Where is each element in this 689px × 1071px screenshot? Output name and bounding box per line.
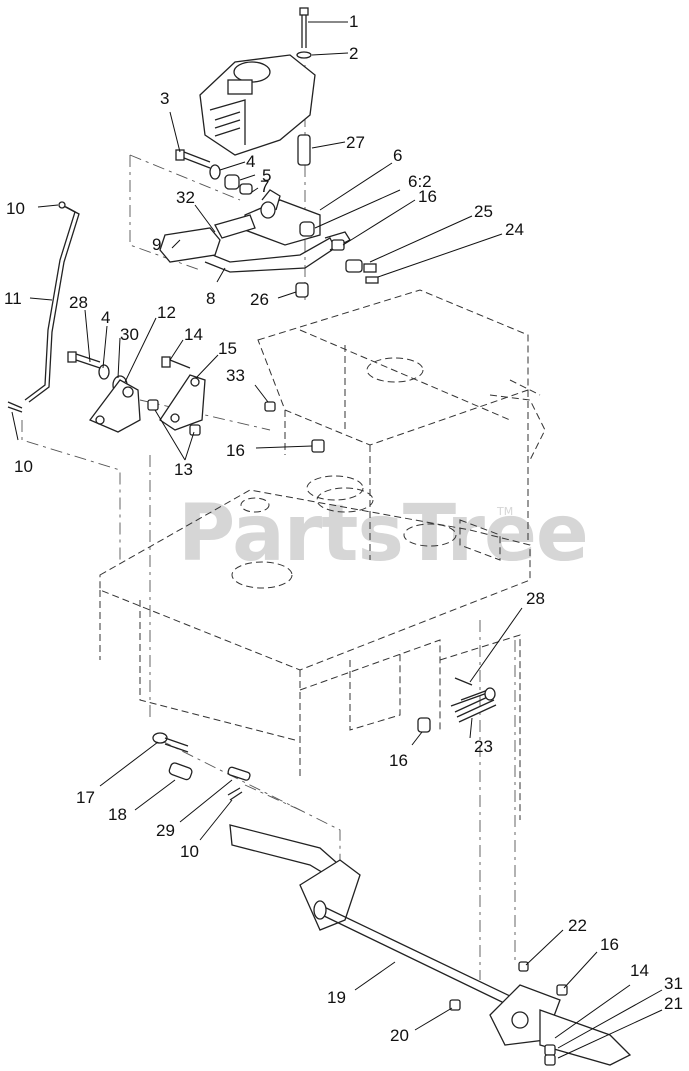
shaft-19: [229, 824, 632, 1066]
center-lines: [21, 65, 516, 980]
leader-lines: [11, 21, 663, 1059]
callout-19: 19: [327, 988, 346, 1007]
callout-16c: 16: [389, 751, 408, 770]
callout-4b: 4: [101, 308, 110, 327]
main-frame: [99, 487, 531, 820]
nut-33: [264, 401, 276, 412]
clip-25: [345, 259, 379, 284]
plate-15: [147, 356, 206, 436]
callout-2: 2: [349, 44, 358, 63]
callout-25: 25: [474, 202, 493, 221]
pivot-bracket-12: [67, 351, 141, 433]
callout-33: 33: [226, 366, 245, 385]
callout-18: 18: [108, 805, 127, 824]
callout-6-2: 6:2: [408, 172, 432, 191]
callout-10: 10: [6, 199, 25, 218]
link-rod-11: [7, 201, 80, 413]
bolt-1: [296, 7, 312, 59]
callout-5: 5: [262, 166, 271, 185]
callout-16d: 16: [600, 935, 619, 954]
callout-14b: 14: [630, 961, 649, 980]
watermark-tm: TM: [496, 505, 513, 518]
spacer-27: [297, 134, 311, 166]
callout-12: 12: [157, 303, 176, 322]
callout-10c: 10: [180, 842, 199, 861]
callout-20: 20: [390, 1026, 409, 1045]
callout-11: 11: [4, 289, 22, 308]
bushing-26: [295, 282, 309, 298]
nut-16-top: [331, 239, 345, 251]
bolt-3: [175, 149, 253, 195]
callout-13: 13: [174, 460, 193, 479]
callout-3: 3: [160, 89, 169, 108]
callout-27: 27: [346, 133, 365, 152]
callout-16: 16: [418, 187, 437, 206]
callout-23: 23: [474, 737, 493, 756]
callout-29: 29: [156, 821, 175, 840]
nut-16-mid: [311, 439, 325, 453]
callout-15: 15: [218, 339, 237, 358]
callout-21: 21: [664, 994, 683, 1013]
callout-7: 7: [260, 177, 269, 196]
callout-14: 14: [184, 325, 203, 344]
callout-24: 24: [505, 220, 524, 239]
callout-17: 17: [76, 788, 95, 807]
upper-frame: [257, 289, 546, 560]
bracket-6: [244, 189, 321, 246]
reservoir: [199, 54, 316, 156]
watermark: PartsTree: [178, 489, 588, 579]
callout-1: 1: [349, 12, 358, 31]
callout-8: 8: [206, 289, 215, 308]
callout-10b: 10: [14, 457, 33, 476]
spring-23: [450, 677, 497, 723]
callout-28b: 28: [526, 589, 545, 608]
callout-6: 6: [393, 146, 402, 165]
callout-30: 30: [120, 325, 139, 344]
pins-lower: [152, 732, 251, 801]
callout-31: 31: [664, 974, 683, 993]
callout-9: 9: [152, 235, 161, 254]
callout-28: 28: [69, 293, 88, 312]
callout-4: 4: [246, 152, 255, 171]
callout-26: 26: [250, 290, 269, 309]
callout-22: 22: [568, 916, 587, 935]
callout-16b: 16: [226, 441, 245, 460]
nut-16-low: [417, 717, 431, 733]
callout-labels: 1 2 3 4 5 27 6 6:2 7 32 16 25 24 10 9 8 …: [4, 12, 683, 1045]
callout-32: 32: [176, 188, 195, 207]
